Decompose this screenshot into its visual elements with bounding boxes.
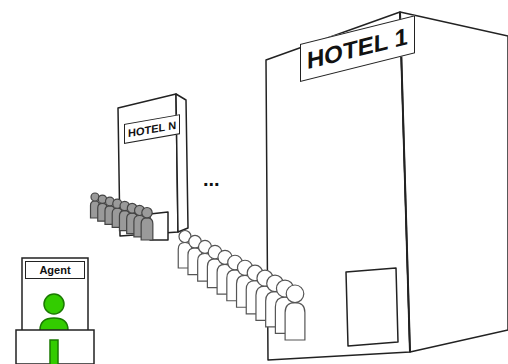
person-body (285, 303, 305, 340)
hotel-n-building (118, 94, 188, 240)
person-figure (285, 285, 305, 340)
hotel-1-door (346, 268, 398, 346)
sign-text: Agent (35, 264, 75, 276)
hotel-1-building (266, 12, 508, 360)
hotel-1-corner (400, 12, 410, 352)
person-head (142, 208, 152, 218)
agent-legs (50, 340, 58, 364)
ellipsis-label: ... (203, 168, 220, 191)
hotel-1-side (400, 12, 508, 352)
person-body (141, 218, 153, 240)
person-head (286, 285, 304, 303)
agent-head (44, 294, 64, 314)
person-figure (141, 208, 153, 241)
agent-booth (16, 258, 94, 364)
hotel-1-front (266, 12, 410, 360)
agent-sign: Agent (25, 261, 85, 279)
queues (91, 193, 305, 340)
